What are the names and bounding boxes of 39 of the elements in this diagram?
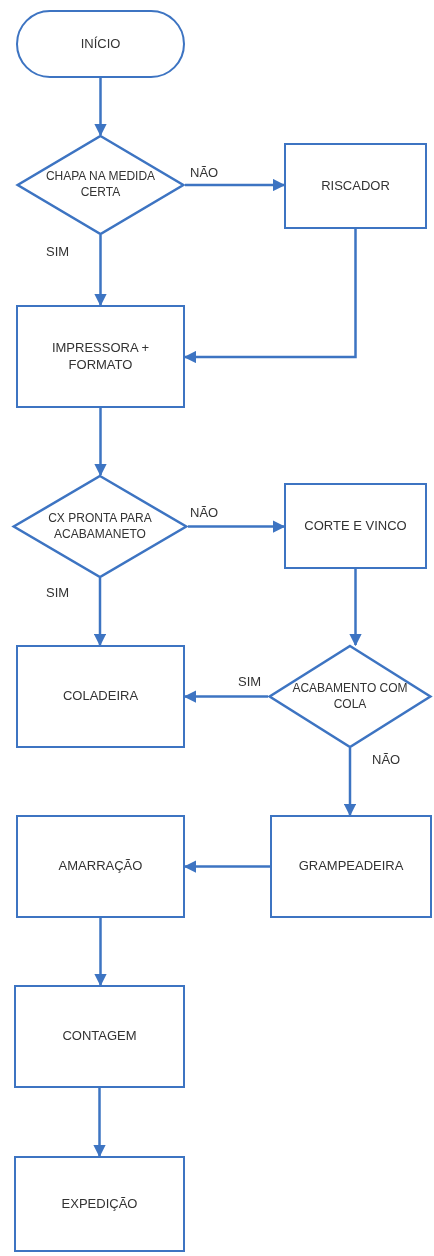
- edge-label: SIM: [44, 585, 72, 600]
- process-box: [284, 483, 427, 569]
- node-label: CX PRONTA PARA ACABAMANETO: [47, 510, 153, 543]
- node-label: GRAMPEADEIRA: [298, 858, 404, 875]
- process-box: [16, 305, 185, 408]
- arrow: [93, 578, 107, 647]
- edge-label: NÃO: [188, 505, 221, 520]
- node-label: CONTAGEM: [62, 1028, 137, 1045]
- process-box: [14, 1156, 185, 1252]
- node-label: AMARRAÇÃO: [58, 858, 143, 875]
- node-label: IMPRESSORA + FORMATO: [50, 339, 151, 374]
- process-box: [270, 815, 432, 918]
- arrow: [188, 520, 286, 533]
- arrow: [94, 235, 107, 307]
- arrow: [94, 78, 107, 137]
- decision-diamond: [16, 135, 185, 235]
- arrow: [343, 748, 357, 817]
- arrow: [185, 178, 286, 192]
- arrow: [93, 1088, 106, 1158]
- process-box: [14, 985, 185, 1088]
- edge-label: NÃO: [188, 165, 221, 180]
- process-box: [284, 143, 427, 229]
- process-box: [16, 815, 185, 918]
- node-label: ACABAMENTO COM COLA: [291, 680, 409, 713]
- edge-label: SIM: [236, 674, 264, 689]
- edge-label: NÃO: [370, 752, 403, 767]
- arrow: [94, 918, 107, 987]
- node-label: CORTE E VINCO: [304, 517, 407, 535]
- arrow: [349, 569, 362, 647]
- arrow: [94, 408, 107, 477]
- process-box: [16, 645, 185, 748]
- decision-diamond: [268, 645, 432, 748]
- node-label: COLADEIRA: [62, 688, 139, 705]
- node-label: CHAPA NA MEDIDA CERTA: [44, 169, 157, 201]
- node-label: INÍCIO: [80, 35, 121, 53]
- edge-label: SIM: [44, 244, 72, 259]
- decision-diamond: [12, 475, 188, 578]
- node-label: RISCADOR: [321, 177, 390, 195]
- node-label: EXPEDIÇÃO: [61, 1195, 138, 1213]
